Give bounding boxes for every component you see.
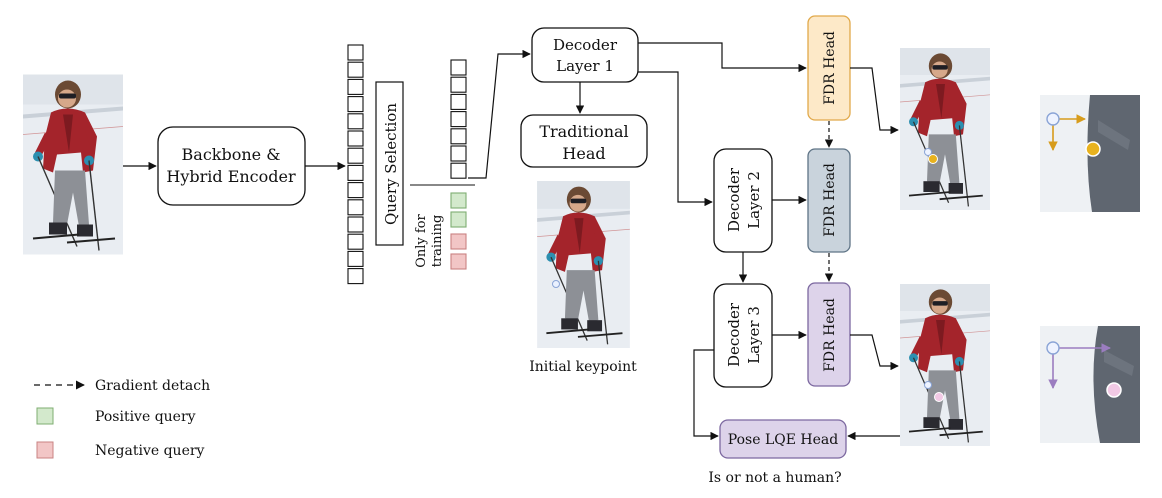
legend-negative-query: Negative query: [95, 443, 205, 459]
legend: Gradient detach Positive query Negative …: [34, 378, 210, 459]
fdr-head-3-label: FDR Head: [822, 298, 838, 372]
training-query-column: [450, 192, 467, 270]
initial-keypoint-label: Initial keypoint: [529, 359, 637, 375]
positive-query: [450, 192, 467, 209]
initial-keypoint-dot: [552, 280, 560, 288]
fdr-head-2-label: FDR Head: [822, 163, 838, 237]
encoder-token: [347, 96, 364, 113]
traditional-head-box: [520, 114, 648, 168]
decoder-layer-3-label-1: Decoder: [725, 302, 743, 367]
encoder-token: [347, 199, 364, 216]
fdr-head-2-box: [807, 148, 851, 253]
decoder-layer-3-box: [713, 283, 773, 388]
backbone-label-2: Hybrid Encoder: [166, 167, 296, 186]
negative-query: [450, 253, 467, 270]
encoder-token: [347, 182, 364, 199]
encoder-token: [347, 233, 364, 250]
decoder-layer-2-box: [713, 148, 773, 253]
initial-keypoint-photo: [537, 181, 630, 348]
selected-query: [450, 111, 467, 128]
output-photo-bottom: [900, 282, 990, 448]
query-selection-label: Query Selection: [382, 103, 400, 225]
selected-query: [450, 76, 467, 93]
encoder-token: [347, 113, 364, 130]
zoom-crop-bottom: [1040, 326, 1140, 443]
decoder-layer-3-label-2: Layer 3: [745, 306, 763, 364]
backbone-label-1: Backbone &: [182, 145, 281, 164]
encoder-token: [347, 250, 364, 267]
encoder-token: [347, 61, 364, 78]
output-photo-top: [900, 46, 990, 212]
pose-lqe-head-label: Pose LQE Head: [728, 432, 838, 448]
encoder-token: [347, 44, 364, 61]
negative-query: [450, 233, 467, 250]
input-photo: [23, 73, 123, 256]
query-selection-box: [375, 81, 404, 246]
traditional-head-label-1: Traditional: [539, 122, 628, 141]
bottom-keypoint-pink: [934, 392, 944, 402]
encoder-token-column: [347, 44, 364, 285]
decoder-layer-2-label-2: Layer 2: [745, 171, 763, 229]
traditional-head-label-2: Head: [562, 144, 605, 163]
selected-query: [450, 145, 467, 162]
selected-query: [450, 128, 467, 145]
positive-query: [450, 211, 467, 228]
only-for-label: Only for: [414, 213, 429, 267]
selected-query: [450, 162, 467, 179]
encoder-token: [347, 147, 364, 164]
human-question-label: Is or not a human?: [708, 470, 841, 486]
bottom-keypoint-white: [924, 381, 932, 389]
legend-negative-swatch: [36, 441, 54, 459]
training-label: training: [430, 215, 445, 268]
selected-query-column: [450, 59, 467, 179]
encoder-token: [347, 164, 364, 181]
decoder-layer-1-box: [531, 27, 639, 83]
selected-query: [450, 93, 467, 110]
zoom-crop-top: [1040, 95, 1140, 212]
fdr-head-1-label: FDR Head: [822, 31, 838, 105]
encoder-token: [347, 216, 364, 233]
top-keypoint-white: [924, 148, 932, 156]
decoder-layer-1-label-2: Layer 1: [556, 57, 614, 75]
encoder-token: [347, 78, 364, 95]
encoder-token: [347, 268, 364, 285]
legend-gradient-detach: Gradient detach: [95, 378, 210, 394]
pose-lqe-head-box: [719, 419, 847, 459]
backbone-box: [157, 126, 306, 206]
top-keypoint-orange: [928, 154, 938, 164]
legend-positive-swatch: [36, 407, 54, 425]
selected-query: [450, 59, 467, 76]
legend-positive-query: Positive query: [95, 409, 196, 425]
encoder-token: [347, 130, 364, 147]
decoder-layer-1-label-1: Decoder: [553, 36, 618, 54]
decoder-layer-2-label-1: Decoder: [725, 167, 743, 232]
